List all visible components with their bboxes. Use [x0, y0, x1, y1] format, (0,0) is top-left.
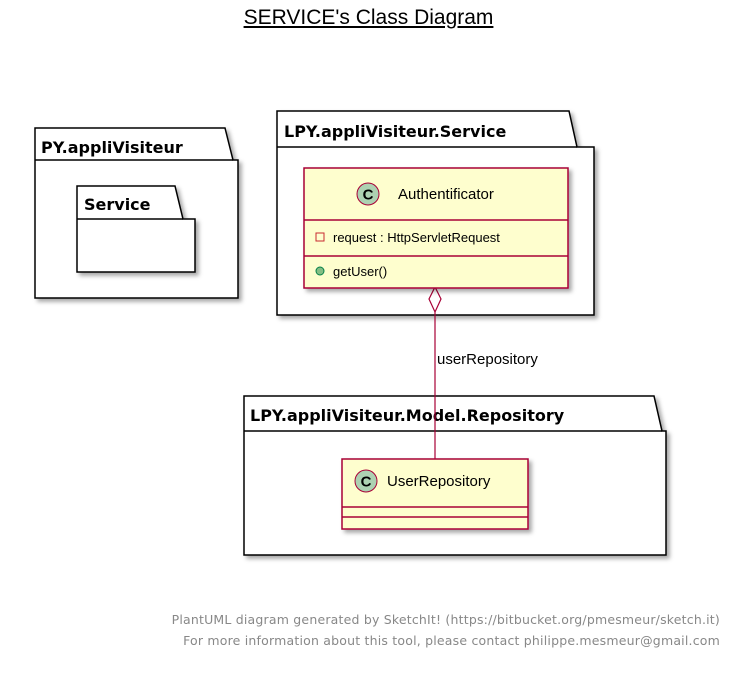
footer-contact-line: For more information about this tool, pl… [183, 633, 720, 648]
class-stereotype-label: C [361, 474, 372, 491]
package-service[interactable] [76, 185, 196, 273]
package-service-label: Service [84, 195, 151, 214]
class-circle-icon [354, 469, 378, 493]
class-authentificator[interactable] [303, 167, 569, 289]
package-py-applivisiteur-label: PY.appliVisiteur [41, 138, 183, 157]
footer-generator-line: PlantUML diagram generated by SketchIt! … [171, 612, 720, 627]
package-lpy-repository-label: LPY.appliVisiteur.Model.Repository [250, 406, 565, 425]
aggregation-diamond-icon [428, 285, 442, 314]
package-lpy-service-label: LPY.appliVisiteur.Service [284, 122, 506, 141]
class-circle-icon [356, 182, 380, 206]
attribute-request: request : HttpServletRequest [333, 230, 500, 245]
private-field-icon [315, 232, 325, 242]
method-getuser[interactable]: getUser() [333, 264, 387, 279]
relation-label: userRepository [437, 351, 538, 368]
class-userrepository-name: UserRepository [387, 473, 491, 490]
class-authentificator-name: Authentificator [398, 186, 494, 203]
class-userrepository[interactable] [341, 458, 529, 530]
public-method-icon [315, 266, 325, 276]
diagram-title: SERVICE's Class Diagram [243, 6, 494, 29]
class-stereotype-label: C [363, 187, 374, 204]
